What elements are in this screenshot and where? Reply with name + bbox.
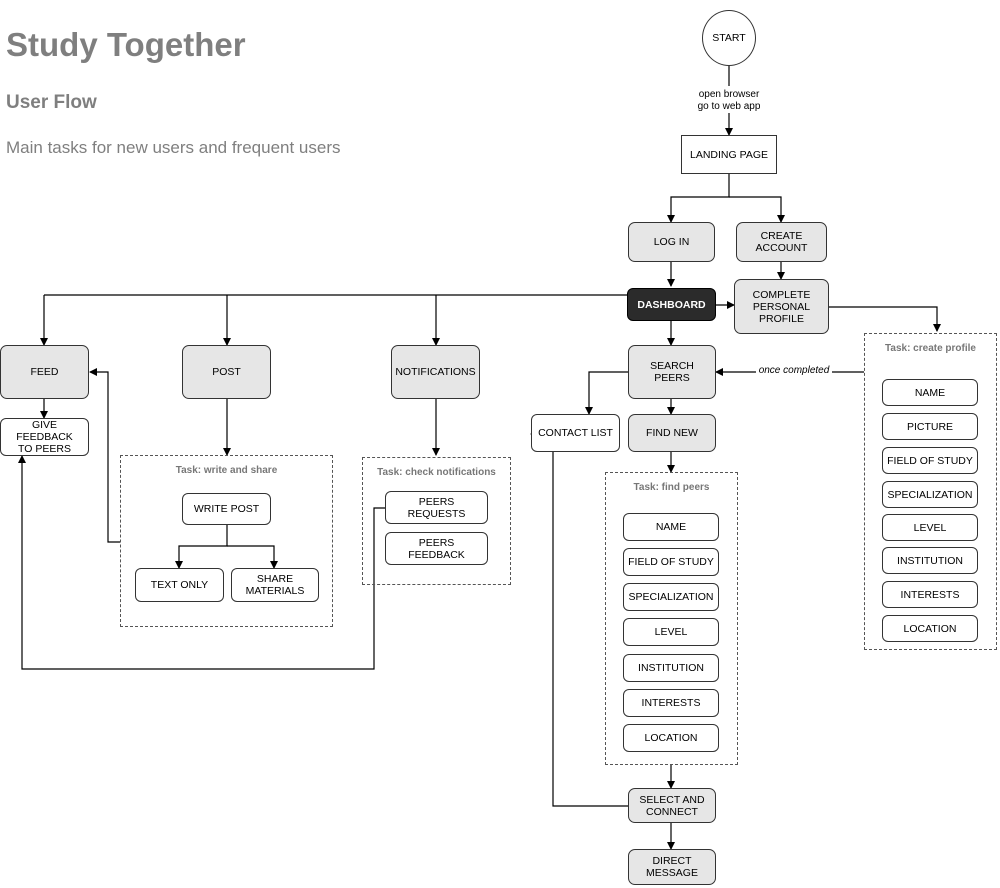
profile-institution-node: INSTITUTION	[882, 547, 978, 574]
find-field-of-study-node: FIELD OF STUDY	[623, 548, 719, 576]
peers-feedback-node: PEERS FEEDBACK	[385, 532, 488, 565]
find-level-node: LEVEL	[623, 618, 719, 646]
edge-write-split	[175, 525, 228, 569]
profile-location-node: LOCATION	[882, 615, 978, 642]
profile-level-node: LEVEL	[882, 514, 978, 541]
complete-profile-node: COMPLETE PERSONAL PROFILE	[734, 279, 829, 334]
feed-node: FEED	[0, 345, 89, 399]
profile-interests-node: INTERESTS	[882, 581, 978, 608]
contact-list-node: CONTACT LIST	[531, 414, 620, 452]
profile-picture-node: PICTURE	[882, 413, 978, 440]
profile-field-of-study-node: FIELD OF STUDY	[882, 447, 978, 474]
notifications-node: NOTIFICATIONS	[391, 345, 480, 399]
once-completed-label: once completed	[756, 365, 832, 377]
edge-landing-to-create	[729, 196, 785, 223]
post-node: POST	[182, 345, 271, 399]
find-interests-node: INTERESTS	[623, 689, 719, 717]
select-connect-node: SELECT AND CONNECT	[628, 788, 716, 823]
find-location-node: LOCATION	[623, 724, 719, 752]
task-check-notifications-group: Task: check notifications	[362, 457, 511, 585]
edge-write-to-share	[227, 545, 278, 569]
task-write-share-title: Task: write and share	[175, 465, 278, 476]
find-specialization-node: SPECIALIZATION	[623, 583, 719, 611]
create-account-node: CREATE ACCOUNT	[736, 222, 827, 262]
task-check-notifications-title: Task: check notifications	[377, 467, 496, 478]
give-feedback-node: GIVE FEEDBACK TO PEERS	[0, 418, 89, 456]
dashboard-node: DASHBOARD	[627, 288, 716, 321]
direct-message-node: DIRECT MESSAGE	[628, 849, 716, 885]
profile-name-node: NAME	[882, 379, 978, 406]
edge-search-to-contact	[585, 371, 628, 415]
task-find-peers-group: Task: find peers	[605, 472, 738, 765]
edge-task-to-feed	[89, 368, 120, 543]
log-in-node: LOG IN	[628, 222, 715, 262]
page-subtitle: User Flow	[6, 92, 97, 113]
task-find-peers-title: Task: find peers	[633, 482, 710, 493]
find-new-node: FIND NEW	[628, 414, 716, 452]
profile-specialization-node: SPECIALIZATION	[882, 481, 978, 508]
page-title: Study Together	[6, 26, 246, 63]
search-peers-node: SEARCH PEERS	[628, 345, 716, 399]
task-create-profile-title: Task: create profile	[885, 343, 976, 354]
peers-requests-node: PEERS REQUESTS	[385, 491, 488, 524]
edge-requests-to-feedback	[18, 455, 385, 670]
task-create-profile-group: Task: create profile	[864, 333, 997, 650]
share-materials-node: SHARE MATERIALS	[231, 568, 319, 602]
edge-profile-to-task	[829, 306, 941, 332]
edge-landing-to-login	[667, 174, 730, 223]
landing-page-node: LANDING PAGE	[681, 135, 777, 174]
find-name-node: NAME	[623, 513, 719, 541]
find-institution-node: INSTITUTION	[623, 654, 719, 682]
page-description: Main tasks for new users and frequent us…	[6, 138, 341, 157]
start-node: START	[702, 10, 756, 66]
text-only-node: TEXT ONLY	[135, 568, 224, 602]
open-browser-label: open browser go to web app	[684, 89, 774, 113]
write-post-node: WRITE POST	[182, 493, 271, 525]
task-write-share-group: Task: write and share	[120, 455, 333, 627]
